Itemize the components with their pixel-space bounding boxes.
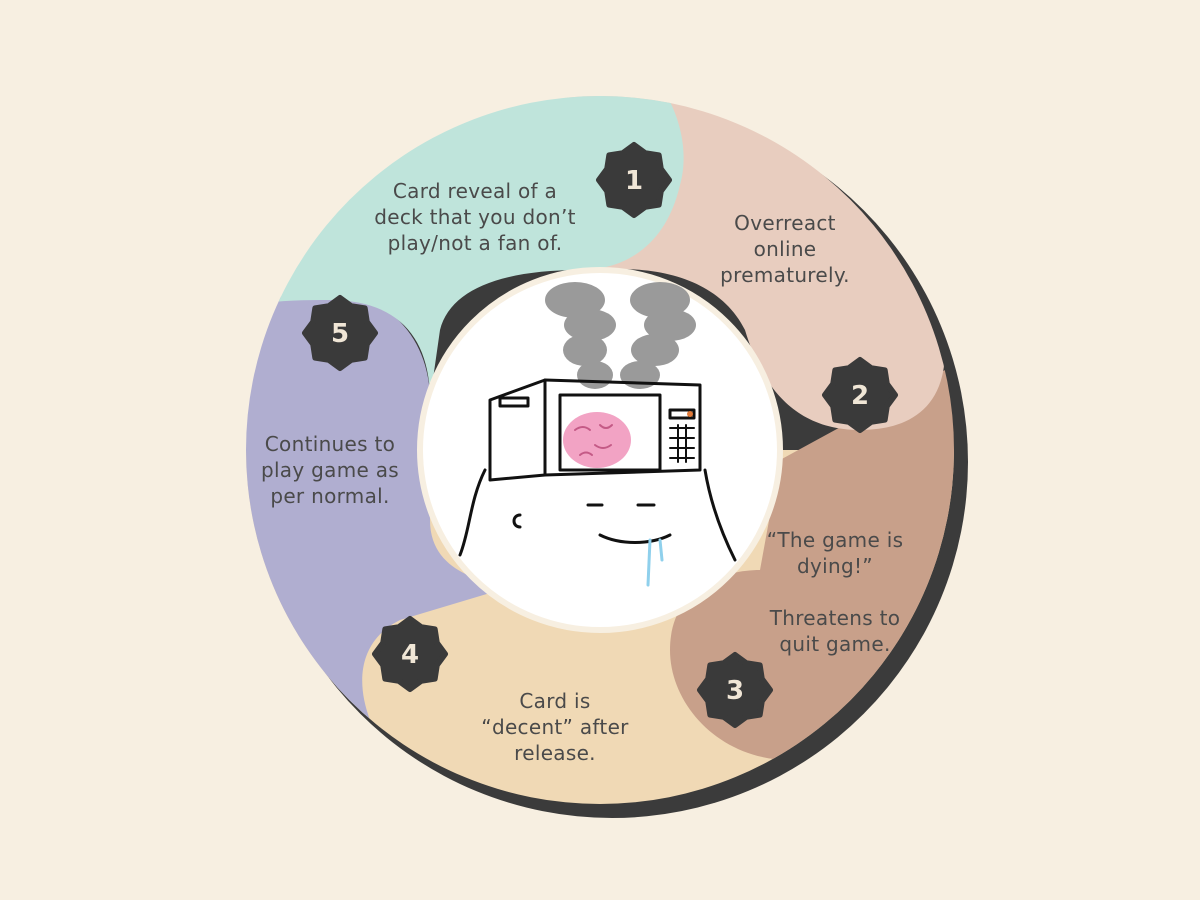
step-5-badge: 5 — [302, 295, 378, 371]
step-2-badge: 2 — [822, 357, 898, 433]
badge-seal-icon — [822, 357, 898, 433]
step-1-text: Card reveal of a deck that you don’t pla… — [374, 179, 576, 255]
badge-seal-icon — [372, 616, 448, 692]
drool-icon — [646, 538, 652, 587]
smoke-icon — [545, 282, 696, 389]
step-3-text: “The game is dying!” Threatens to quit g… — [766, 528, 904, 656]
badge-seal-icon — [596, 142, 672, 218]
brain-icon — [563, 412, 631, 468]
step-4-number: 4 — [401, 640, 419, 670]
step-1-number: 1 — [625, 166, 643, 196]
step-5-text: Continues to play game as per normal. — [260, 432, 400, 508]
step-2-number: 2 — [851, 381, 869, 411]
step-4-badge: 4 — [372, 616, 448, 692]
badge-seal-icon — [302, 295, 378, 371]
step-4-text: Card is “decent” after release. — [481, 689, 629, 765]
step-5-number: 5 — [331, 319, 349, 349]
step-3-number: 3 — [726, 676, 744, 706]
microwave-brain-head-icon — [458, 282, 737, 587]
step-2-text: Overreact online prematurely. — [720, 211, 850, 287]
step-3-badge: 3 — [697, 652, 773, 728]
step-1-badge: 1 — [596, 142, 672, 218]
badge-seal-icon — [697, 652, 773, 728]
